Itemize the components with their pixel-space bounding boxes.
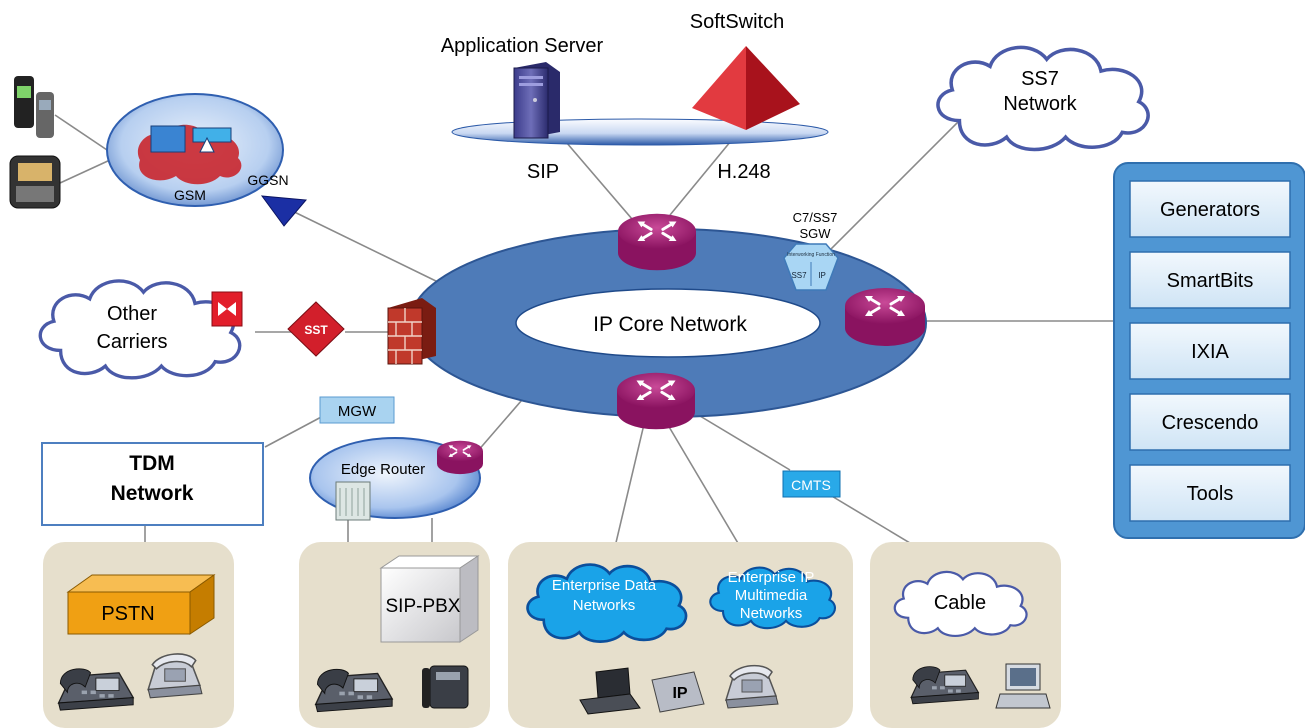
- sst-icon: SST: [287, 301, 345, 357]
- application-server-icon: [513, 62, 560, 139]
- other-carriers-cloud: [38, 279, 242, 380]
- tdm-network-box: [41, 442, 264, 526]
- laptop-icon: [579, 667, 641, 715]
- softswitch-icon: [692, 46, 800, 130]
- mobile-phone-icon: [14, 76, 54, 138]
- ip-core-label-oval: [515, 288, 821, 358]
- router-icon: [617, 372, 695, 431]
- enterprise-data-line1: Enterprise Data: [552, 577, 657, 594]
- computer-icon: [995, 663, 1051, 709]
- mgw-label: MGW: [338, 403, 377, 420]
- sgw-label-line2: SGW: [799, 226, 831, 241]
- sgw-inner-right: IP: [818, 271, 826, 280]
- tool-button-label: SmartBits: [1167, 270, 1254, 292]
- softswitch-label: SoftSwitch: [690, 11, 784, 33]
- enterprise-ip-line2: Multimedia: [735, 587, 808, 604]
- edge-router-label: Edge Router: [341, 461, 425, 478]
- router-icon: [845, 287, 925, 348]
- ip-core-label: IP Core Network: [593, 313, 747, 336]
- gsm-bsc-icon: [192, 127, 232, 143]
- sgw-inner-left: SS7: [791, 271, 807, 280]
- desk-phone-icon: [147, 653, 203, 699]
- tool-button-crescendo[interactable]: Crescendo: [1129, 393, 1291, 451]
- cmts-label: CMTS: [791, 477, 831, 493]
- ss7-label-line1: SS7: [1021, 68, 1059, 90]
- tool-button-label: Crescendo: [1162, 412, 1259, 434]
- sgw-label-line1: C7/SS7: [793, 210, 838, 225]
- tool-button-bg[interactable]: [1129, 464, 1291, 522]
- ggsn-icon: [260, 195, 308, 227]
- application-server-label: Application Server: [441, 35, 604, 57]
- cable-label: Cable: [934, 592, 986, 614]
- gsm-switch-icon: [150, 125, 186, 153]
- sip-pbx-label: SIP-PBX: [386, 596, 461, 617]
- sgw-inner-top: Interworking Function: [787, 252, 835, 258]
- ip-phone-icon: IP: [651, 671, 705, 713]
- router-icon: [437, 440, 483, 476]
- tool-button-bg[interactable]: [1129, 393, 1291, 451]
- enterprise-data-line2: Networks: [573, 597, 636, 614]
- tdm-label-line2: Network: [111, 482, 194, 505]
- ip-phone-badge: IP: [672, 685, 687, 702]
- sip-label: SIP: [527, 161, 559, 183]
- desk-phone-icon: [725, 664, 779, 709]
- carrier-gateway-icon: [211, 291, 243, 327]
- router-icon: [618, 212, 696, 272]
- pstn-icon: [66, 574, 216, 635]
- pstn-label: PSTN: [101, 603, 154, 625]
- mgw-badge: [319, 396, 395, 424]
- firewall-icon: [387, 298, 436, 365]
- tool-button-label: IXIA: [1191, 341, 1229, 363]
- enterprise-ip-line3: Networks: [740, 605, 803, 622]
- tool-button-smartbits[interactable]: SmartBits: [1129, 251, 1291, 309]
- tool-button-label: Tools: [1187, 483, 1234, 505]
- gsm-label: GSM: [174, 187, 206, 203]
- cmts-badge: [782, 470, 841, 498]
- gsm-antenna-icon: [199, 136, 215, 153]
- server-track: [451, 118, 829, 146]
- sst-label: SST: [304, 323, 328, 337]
- other-carriers-line1: Other: [107, 303, 157, 325]
- tool-button-tools[interactable]: Tools: [1129, 464, 1291, 522]
- tool-button-bg[interactable]: [1129, 322, 1291, 380]
- sip-pbx-icon: [379, 555, 480, 643]
- phone-handset-icon: [422, 665, 469, 709]
- tool-button-generators[interactable]: Generators: [1129, 180, 1291, 238]
- other-carriers-line2: Carriers: [96, 331, 167, 353]
- tool-button-bg[interactable]: [1129, 180, 1291, 238]
- enterprise-ip-line1: Enterprise IP: [728, 569, 815, 586]
- tool-button-label: Generators: [1160, 199, 1260, 221]
- ggsn-label: GGSN: [247, 172, 288, 188]
- tool-button-bg[interactable]: [1129, 251, 1291, 309]
- tdm-label-line1: TDM: [129, 452, 175, 475]
- ss7-label-line2: Network: [1003, 93, 1077, 115]
- sgw-icon: Interworking Function SS7 IP: [783, 243, 839, 291]
- tool-button-ixia[interactable]: IXIA: [1129, 322, 1291, 380]
- smartphone-icon: [9, 155, 61, 209]
- h248-label: H.248: [717, 161, 770, 183]
- edge-switch-icon: [335, 481, 371, 521]
